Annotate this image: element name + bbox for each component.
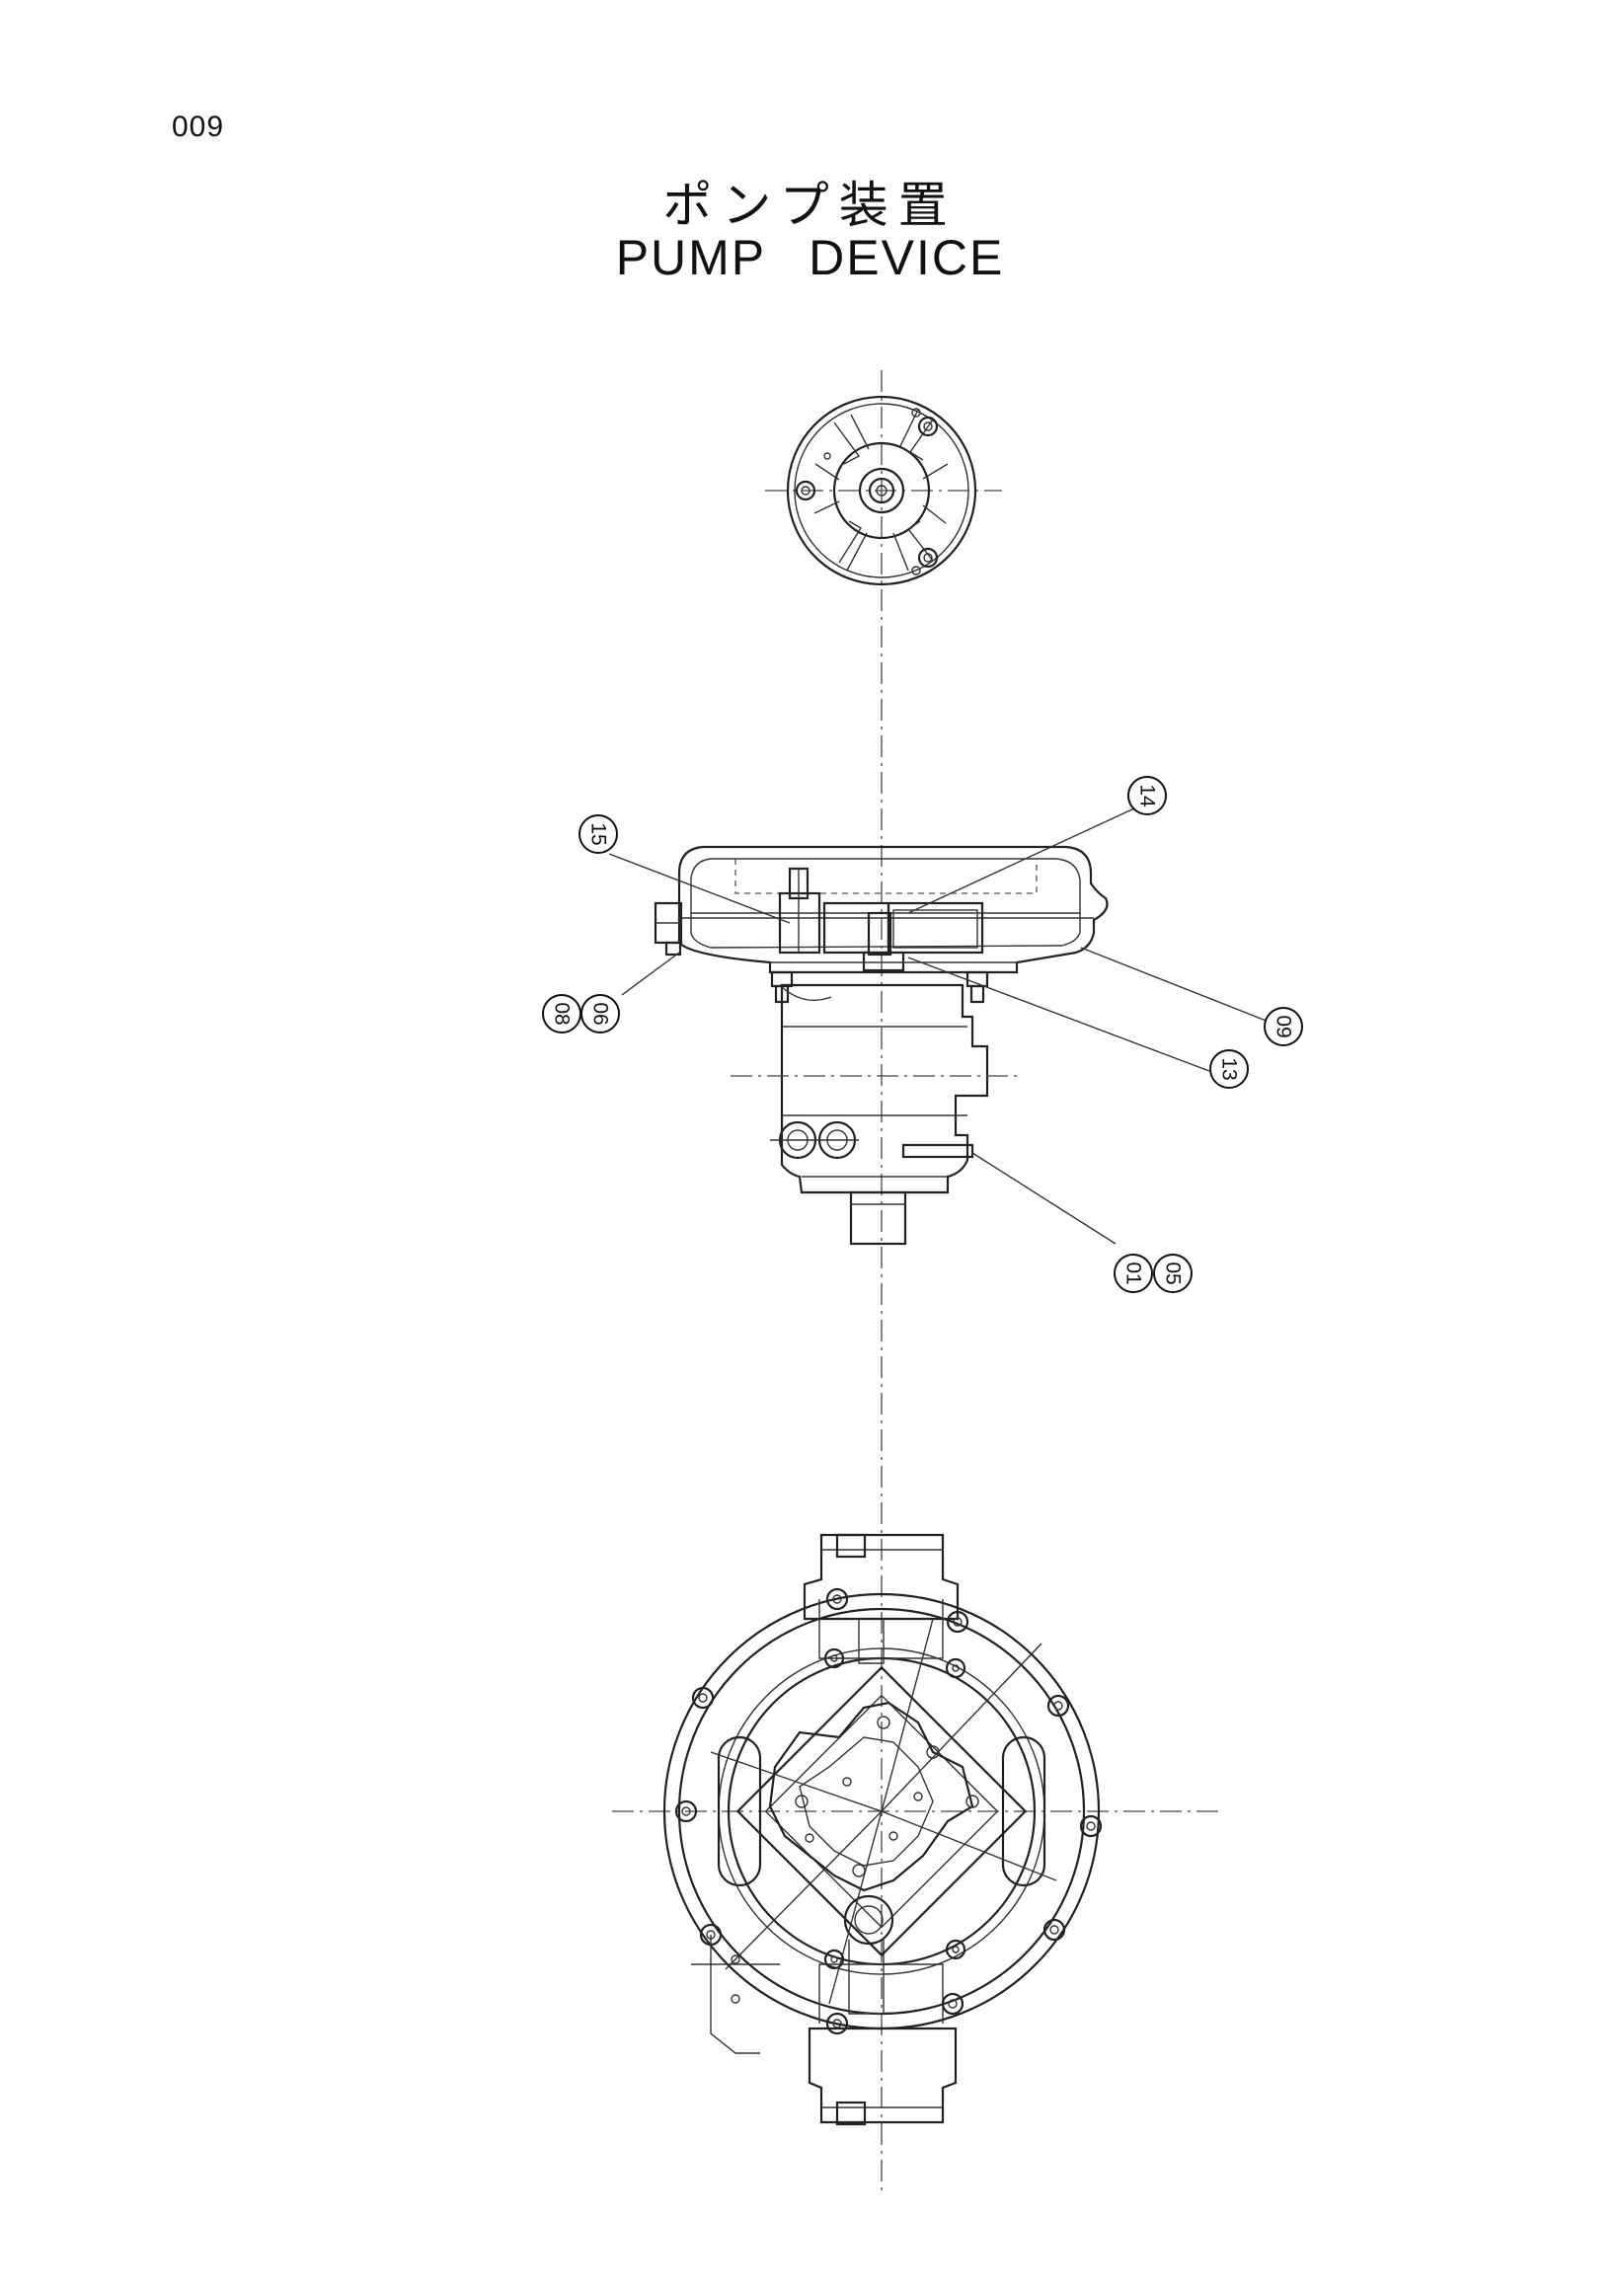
pump-top-view (765, 395, 1002, 586)
callout-14-label: 14 (1136, 784, 1159, 807)
pump-bottom-view (612, 1533, 1224, 2126)
inner-screws (795, 1716, 979, 1877)
callout-01-label: 01 (1122, 1262, 1145, 1284)
callout-15: 15 (579, 814, 618, 854)
callout-05-label: 05 (1162, 1262, 1185, 1284)
callout-13-label: 13 (1218, 1057, 1241, 1080)
leader-lines (608, 806, 1270, 1245)
pump-side-view (654, 845, 1109, 1246)
callout-14: 14 (1127, 776, 1167, 815)
callout-09-label: 09 (1273, 1015, 1295, 1037)
callout-01: 01 (1114, 1254, 1153, 1293)
callout-15-label: 15 (587, 822, 610, 845)
callout-09: 09 (1264, 1007, 1303, 1046)
callout-06: 06 (580, 994, 620, 1033)
callout-08-label: 08 (551, 1002, 574, 1025)
page-title-english: PUMP DEVICE (615, 230, 1005, 285)
page-title-japanese: ポンプ装置 (662, 177, 958, 234)
page-number: 009 (172, 111, 225, 143)
callout-06-label: 06 (589, 1002, 612, 1025)
callout-13: 13 (1209, 1049, 1249, 1089)
callout-08: 08 (542, 994, 581, 1033)
callout-05: 05 (1153, 1254, 1193, 1293)
flange-bolts (674, 1587, 1103, 2035)
